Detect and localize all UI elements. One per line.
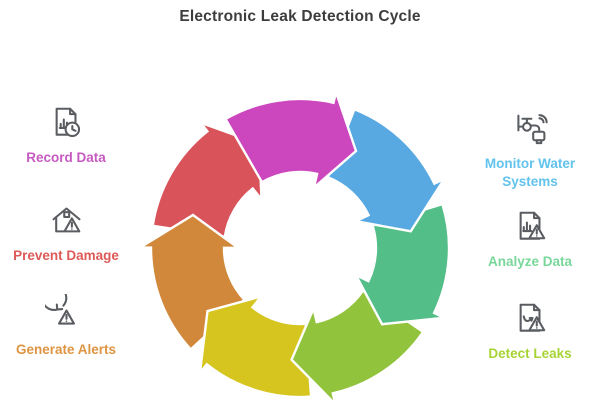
item-detect-leaks: Detect Leaks bbox=[464, 298, 596, 363]
cycle-arrow-green bbox=[353, 202, 451, 326]
item-label-detect-leaks: Detect Leaks bbox=[488, 346, 572, 361]
document-chart-warning-icon bbox=[509, 206, 552, 249]
item-label-generate-alerts: Generate Alerts bbox=[15, 342, 117, 357]
item-label-prevent-damage: Prevent Damage bbox=[13, 248, 119, 263]
page-title: Electronic Leak Detection Cycle bbox=[179, 8, 421, 25]
item-label-analyze-data: Analyze Data bbox=[487, 254, 573, 269]
item-prevent-damage: Prevent Damage bbox=[0, 200, 132, 265]
item-label-monitor-water-systems: Monitor Water Systems bbox=[484, 156, 576, 189]
cycle-arrow-yellow bbox=[198, 294, 313, 399]
document-chart-clock-icon bbox=[45, 102, 88, 145]
cycle-arrow-blue bbox=[326, 107, 448, 233]
smart-faucet-icon bbox=[509, 108, 552, 151]
item-label-record-data: Record Data bbox=[26, 150, 106, 165]
item-generate-alerts: Generate Alerts bbox=[0, 284, 132, 359]
house-warning-icon bbox=[45, 200, 88, 243]
cycle-arrow-red bbox=[151, 120, 263, 239]
item-monitor-water-systems: Monitor Water Systems bbox=[464, 108, 596, 190]
refresh-warning-icon bbox=[40, 284, 88, 337]
document-line-warning-icon bbox=[509, 298, 552, 341]
item-record-data: Record Data bbox=[0, 102, 132, 167]
item-analyze-data: Analyze Data bbox=[464, 206, 596, 271]
cycle-arrow-magenta bbox=[223, 87, 358, 191]
